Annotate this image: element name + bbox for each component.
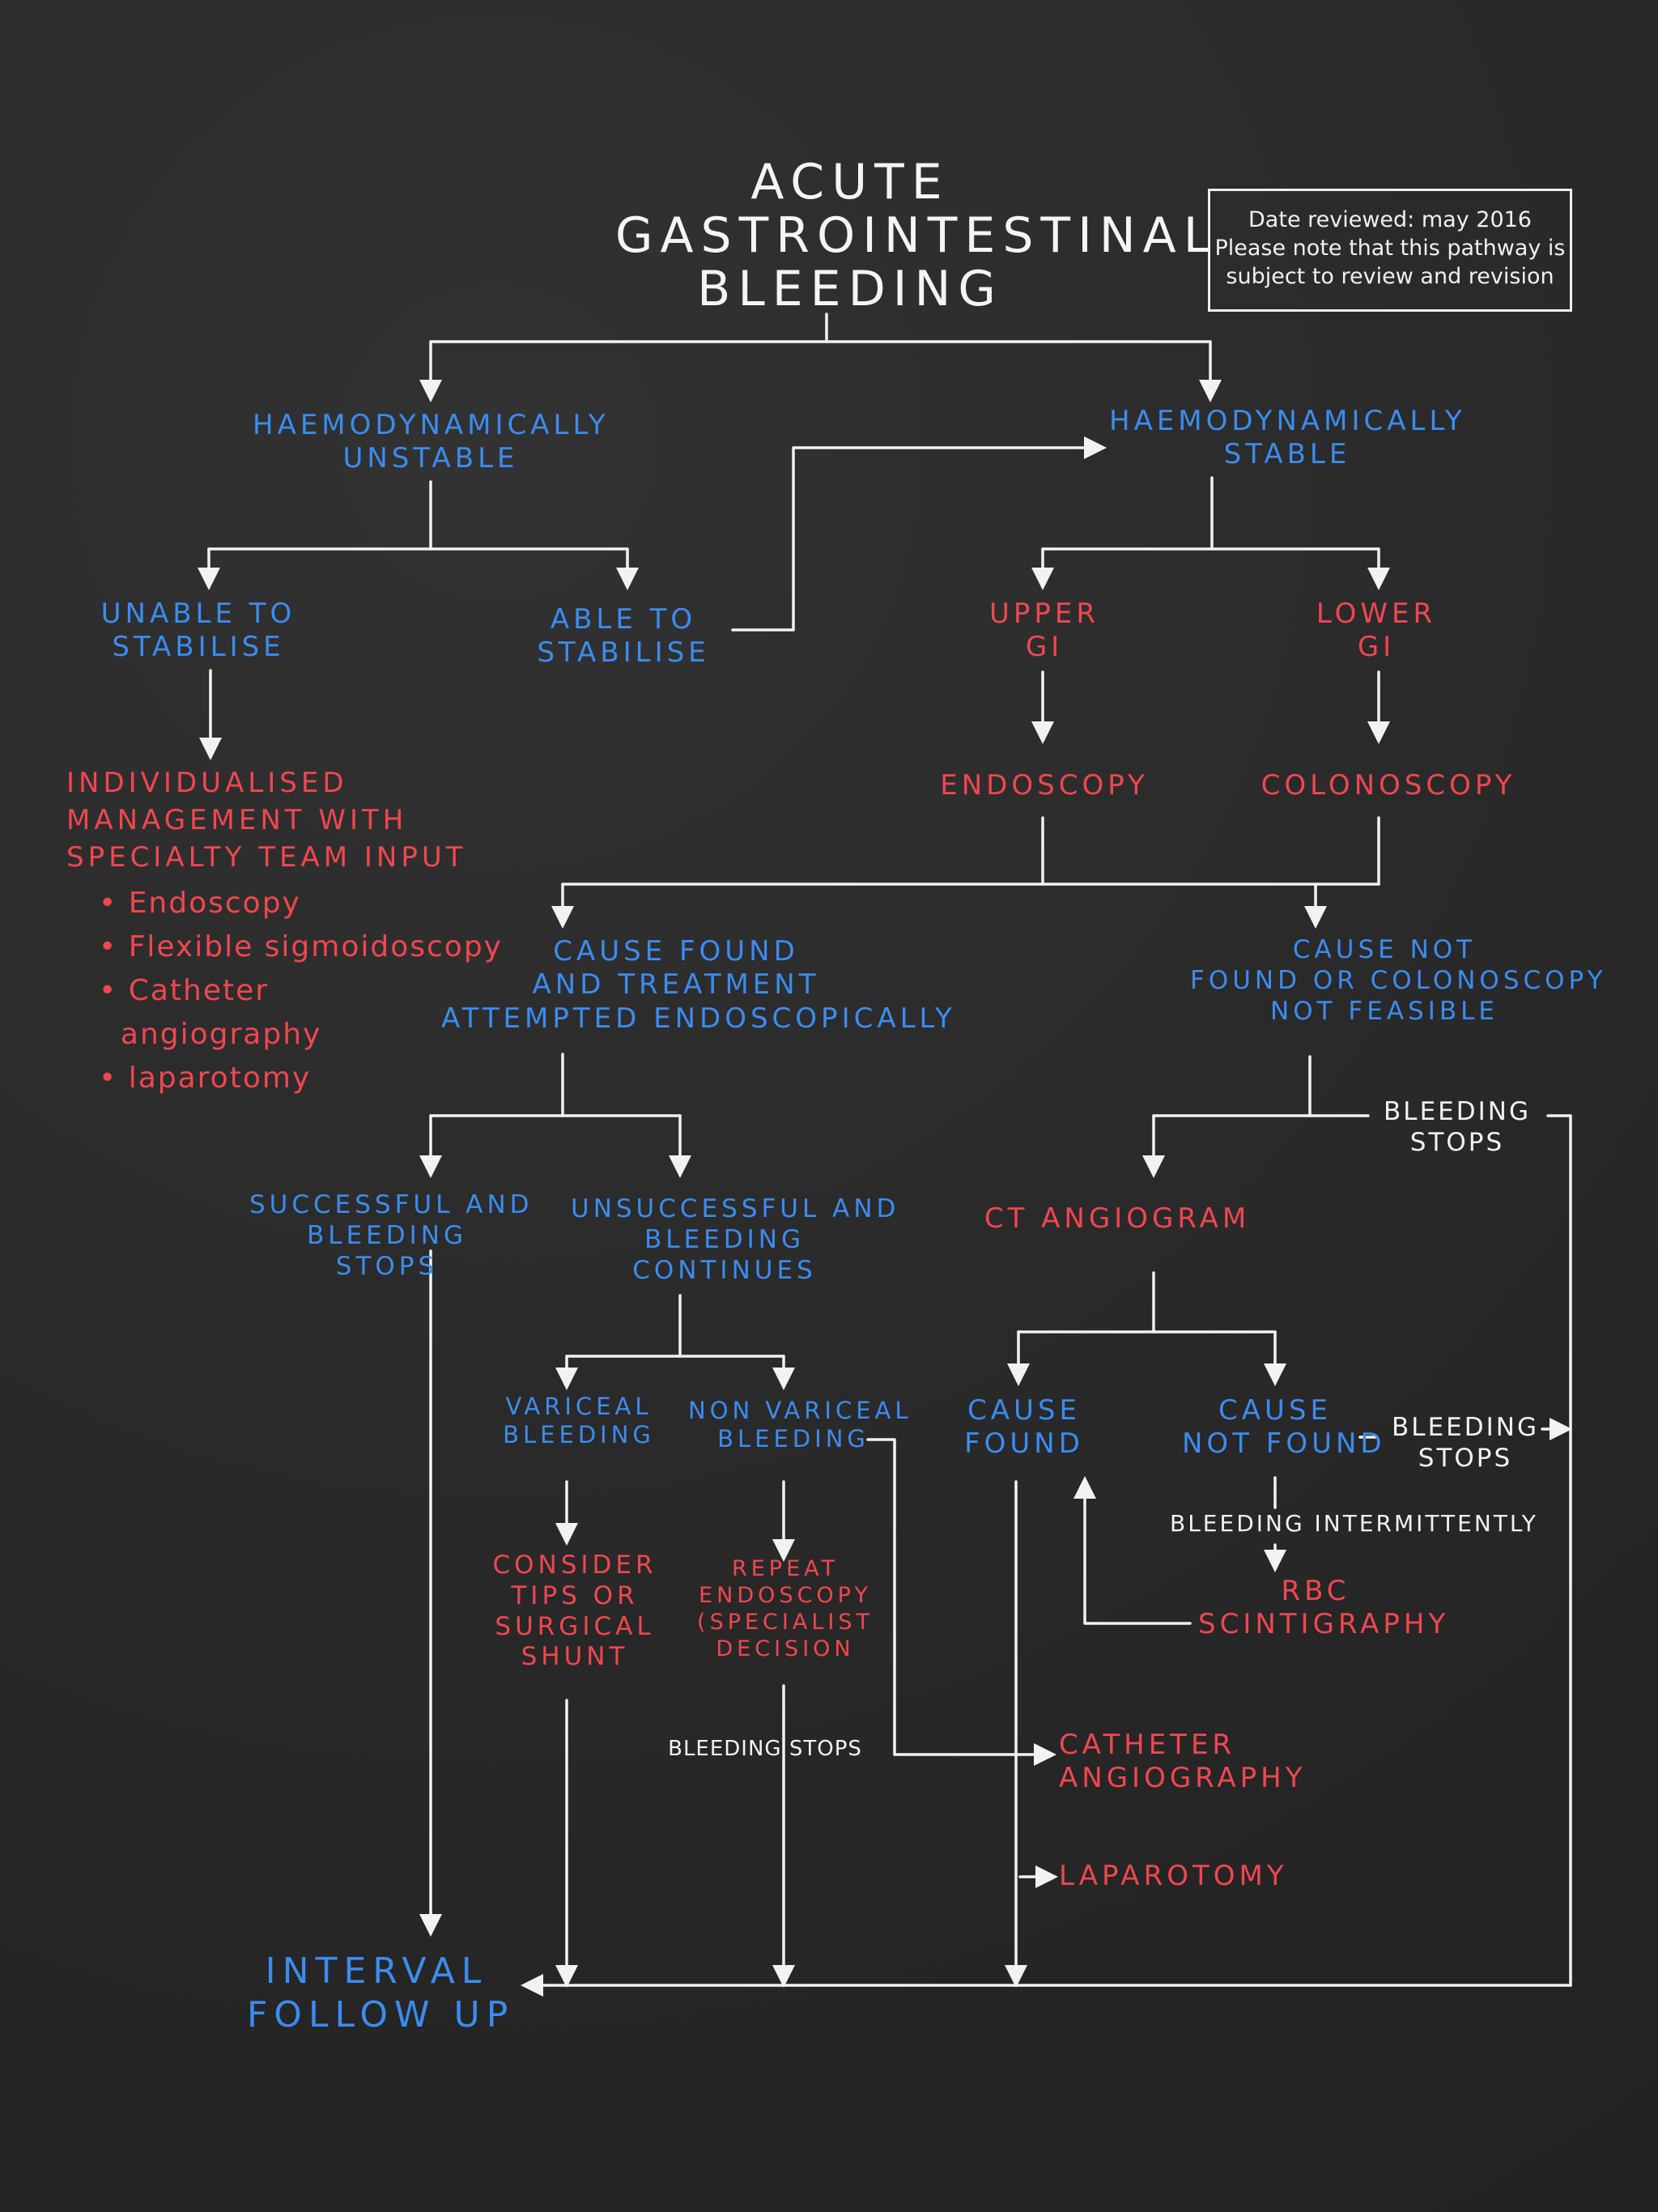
node-successful-and-bleeding-stops: SUCCESSFUL AND BLEEDING STOPS xyxy=(249,1190,534,1281)
node-repeat-endoscopy: REPEAT ENDOSCOPY (SPECIALIST DECISION xyxy=(697,1556,874,1661)
node-haemodynamically-unstable: HAEMODYNAMICALLY UNSTABLE xyxy=(253,409,610,475)
node-cause-found-treatment-attempted: CAUSE FOUND AND TREATMENT ATTEMPTED ENDO… xyxy=(441,935,956,1035)
review-note-line: Please note that this pathway is xyxy=(1214,236,1566,262)
node-variceal-bleeding: VARICEAL BLEEDING xyxy=(503,1393,655,1449)
node-cause-not-found: CAUSE NOT FOUND xyxy=(1182,1394,1386,1461)
node-rbc-scintigraphy: RBC SCINTIGRAPHY xyxy=(1198,1575,1450,1641)
node-laparotomy: LAPAROTOMY xyxy=(1059,1860,1288,1892)
node-colonoscopy: COLONOSCOPY xyxy=(1261,769,1516,802)
label-bleeding-stops: BLEEDING STOPS xyxy=(1384,1097,1531,1157)
node-able-to-stabilise: ABLE TO STABILISE xyxy=(537,603,710,670)
individualised-heading: INDIVIDUALISED MANAGEMENT WITH SPECIALTY… xyxy=(66,767,467,874)
node-cause-not-found-or-colonoscopy-not-feasible: CAUSE NOT FOUND OR COLONOSCOPY NOT FEASI… xyxy=(1190,935,1607,1026)
label-bleeding-stops: BLEEDING STOPS xyxy=(668,1737,862,1761)
node-non-variceal-bleeding: NON VARICEAL BLEEDING xyxy=(688,1397,912,1453)
node-catheter-angiography: CATHETER ANGIOGRAPHY xyxy=(1059,1729,1307,1795)
node-lower-gi: LOWER GI xyxy=(1316,598,1437,664)
option-laparotomy: laparotomy xyxy=(99,1057,503,1100)
node-upper-gi: UPPER GI xyxy=(989,598,1099,664)
node-cause-found: CAUSE FOUND xyxy=(964,1394,1084,1461)
node-unable-to-stabilise: UNABLE TO STABILISE xyxy=(100,598,296,664)
option-flexible-sigmoidoscopy: Flexible sigmoidoscopy xyxy=(99,925,503,969)
arrow-non-variceal-to-catheter xyxy=(866,1438,1056,1766)
page-title: ACUTE GASTROINTESTINAL BLEEDING xyxy=(615,154,1218,317)
option-catheter-angiography: Catheter angiography xyxy=(99,969,503,1057)
option-endoscopy: Endoscopy xyxy=(99,882,503,925)
label-bleeding-stops: BLEEDING STOPS xyxy=(1392,1413,1539,1473)
node-ct-angiogram: CT ANGIOGRAM xyxy=(984,1202,1251,1235)
node-haemodynamically-stable: HAEMODYNAMICALLY STABLE xyxy=(1109,405,1466,471)
label-bleeding-intermittently: BLEEDING INTERMITTENTLY xyxy=(1170,1510,1538,1537)
arrow-able-to-stable xyxy=(731,436,1107,632)
arrow-rbc-to-cause-found xyxy=(1073,1476,1192,1625)
node-endoscopy: ENDOSCOPY xyxy=(940,769,1149,802)
review-note-line: subject to review and revision xyxy=(1226,264,1554,290)
node-unsuccessful-and-bleeding-continues: UNSUCCESSFUL AND BLEEDING CONTINUES xyxy=(571,1194,900,1285)
connector-bleeding-stops-right xyxy=(1546,1114,1572,1987)
node-consider-tips-or-surgical-shunt: CONSIDER TIPS or SURGICAL SHUNT xyxy=(492,1551,657,1672)
node-individualised-management: INDIVIDUALISED MANAGEMENT WITH SPECIALTY… xyxy=(66,765,503,1100)
node-interval-follow-up: INTERVAL FOLLOW UP xyxy=(247,1950,515,2035)
individualised-options: Endoscopy Flexible sigmoidoscopy Cathete… xyxy=(99,882,503,1100)
review-date: Date reviewed: may 2016 xyxy=(1248,207,1532,232)
review-note: Date reviewed: may 2016 Please note that… xyxy=(1208,189,1572,312)
